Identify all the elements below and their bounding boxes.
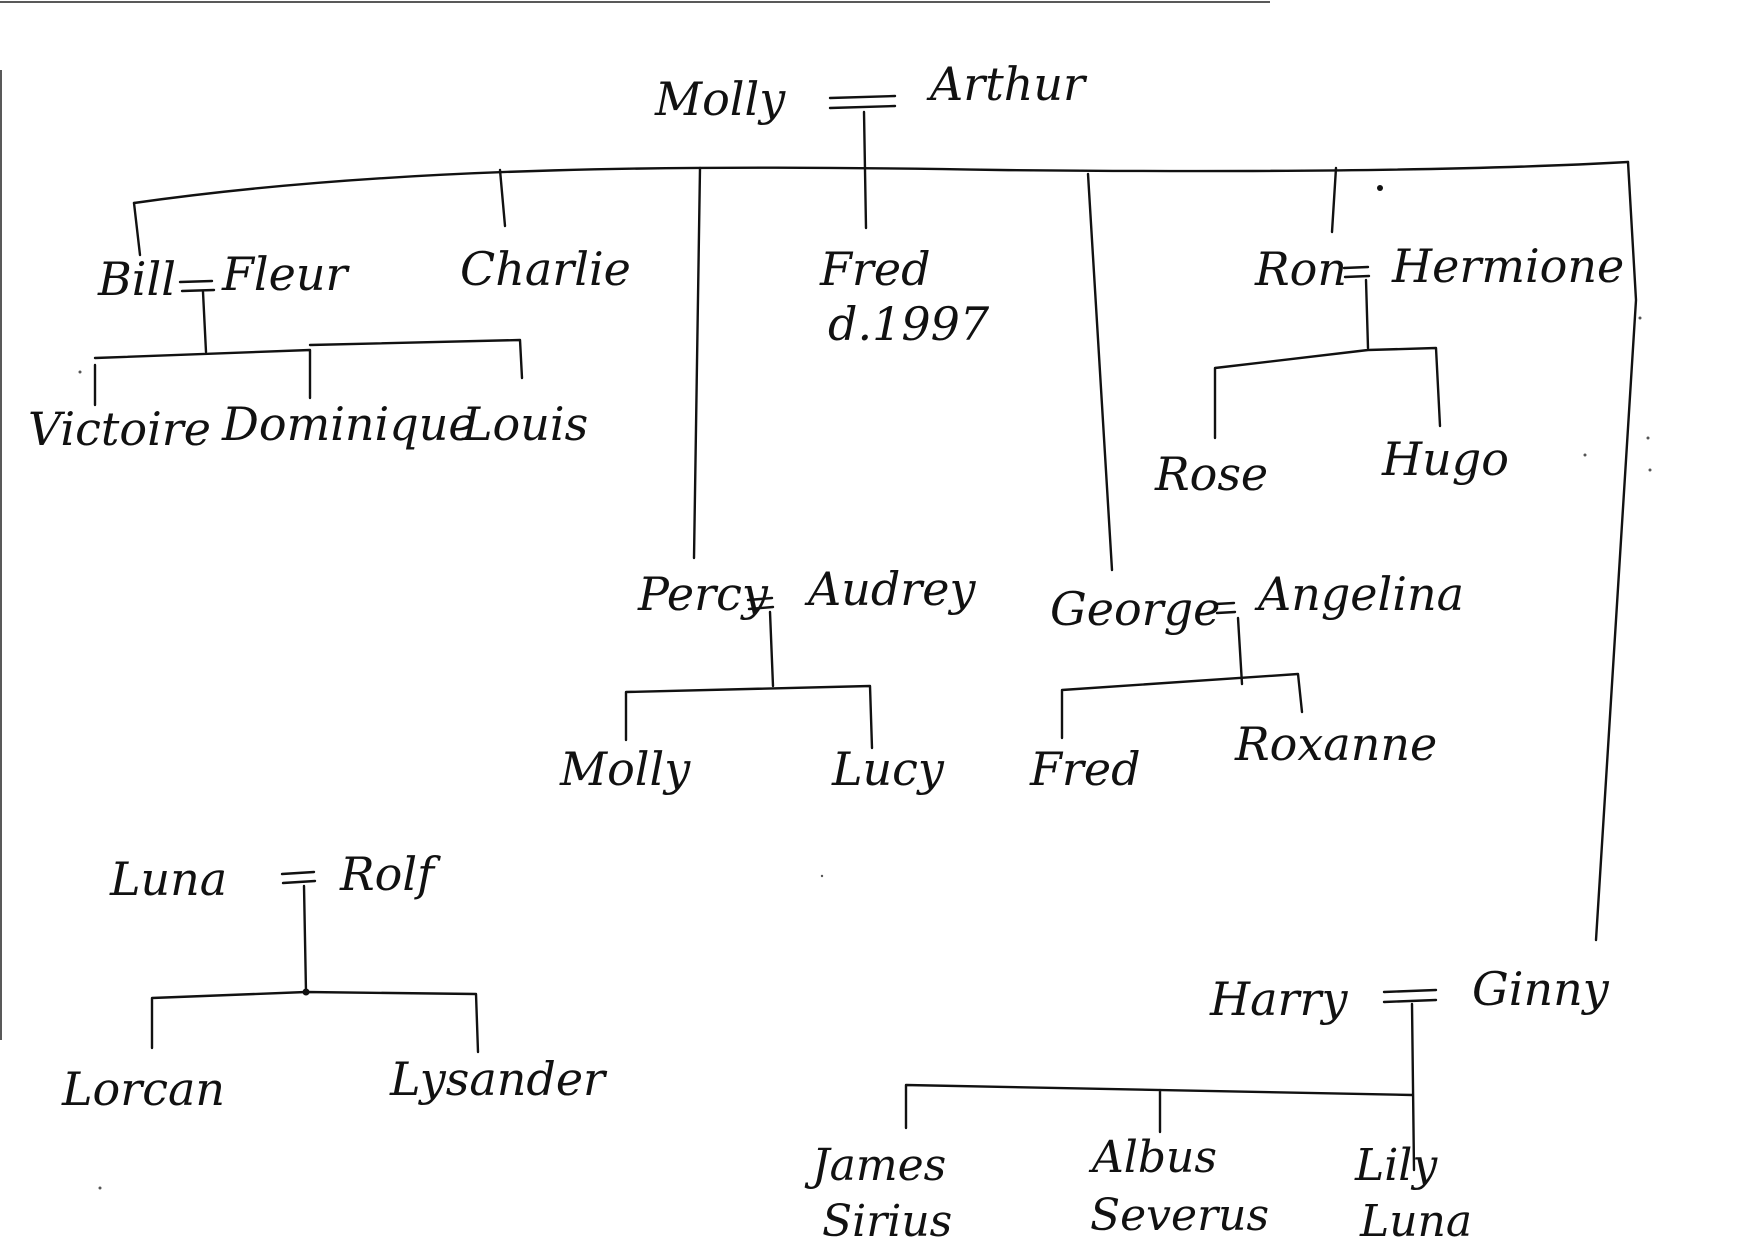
- george-children-bar: [1060, 672, 1304, 740]
- child-lorcan: Lorcan: [61, 1062, 225, 1116]
- drop-ron: [1330, 166, 1338, 234]
- child-lily-second: Luna: [1359, 1196, 1472, 1240]
- charlie-name: Charlie: [460, 242, 631, 296]
- speck: [1638, 316, 1642, 320]
- fleur-name: Fleur: [221, 247, 350, 301]
- child-james-first: James: [804, 1140, 946, 1191]
- root-right-name: Arthur: [926, 57, 1088, 111]
- drop-percy: [692, 166, 702, 560]
- root-descent-line: [862, 110, 868, 230]
- harry-descent: [1410, 1002, 1416, 1172]
- child-roxanne: Roxanne: [1234, 717, 1437, 771]
- speck: [98, 1186, 102, 1190]
- child-james-second: Sirius: [822, 1196, 952, 1240]
- harry-name: Harry: [1209, 972, 1349, 1026]
- speck: [1646, 436, 1650, 440]
- ron-descent: [1364, 278, 1370, 350]
- speck: [1583, 453, 1587, 457]
- child-lucy: Lucy: [831, 742, 945, 796]
- sibling-bar: [132, 160, 1630, 205]
- root-left-name: Molly: [654, 72, 786, 126]
- drop-bill: [132, 201, 142, 257]
- ink-dot: [1377, 185, 1383, 191]
- harry-children-bar: [904, 1083, 1414, 1134]
- bill-children-bar: [93, 338, 524, 407]
- harry-marriage-symbol: [1382, 988, 1438, 1004]
- drop-george: [1086, 172, 1114, 572]
- ron-name: Ron: [1254, 242, 1347, 296]
- ron-marriage-symbol: [1342, 265, 1371, 279]
- child-dominique: Dominique: [221, 397, 476, 451]
- child-lysander: Lysander: [389, 1052, 608, 1106]
- bill-marriage-symbol: [178, 279, 216, 293]
- child-lily-first: Lily: [1354, 1140, 1438, 1191]
- child-rose: Rose: [1154, 447, 1268, 501]
- angelina-name: Angelina: [1254, 567, 1464, 621]
- luna-children-bar: [150, 990, 480, 1054]
- bill-name: Bill: [97, 252, 176, 306]
- child-victoire: Victoire: [28, 402, 211, 456]
- drop-ginny: [1594, 160, 1638, 942]
- drop-charlie: [498, 168, 507, 228]
- speck: [820, 874, 824, 878]
- speck: [78, 370, 82, 374]
- percy-name: Percy: [637, 567, 769, 621]
- percy-descent: [768, 610, 775, 688]
- child-hugo: Hugo: [1381, 432, 1509, 486]
- ginny-name: Ginny: [1472, 962, 1610, 1016]
- child-louis: Louis: [461, 397, 588, 451]
- luna-marriage-symbol: [280, 870, 317, 885]
- percy-children-bar: [624, 684, 874, 750]
- audrey-name: Audrey: [804, 562, 977, 616]
- luna-name: Luna: [109, 852, 227, 906]
- root-marriage-symbol: [828, 94, 897, 110]
- child-fred: Fred: [1029, 742, 1141, 796]
- fred-name: Fred: [819, 242, 931, 296]
- child-albus-first: Albus: [1088, 1132, 1217, 1183]
- hermione-name: Hermione: [1391, 239, 1624, 293]
- luna-junction-dot: [302, 988, 310, 996]
- george-descent: [1236, 616, 1244, 686]
- percy-marriage-symbol: [746, 596, 775, 611]
- speck: [1648, 468, 1652, 472]
- fred-death-note: d.1997: [828, 297, 990, 351]
- ron-children-bar: [1213, 346, 1442, 440]
- bill-descent: [201, 290, 208, 354]
- child-albus-second: Severus: [1090, 1190, 1269, 1240]
- george-marriage-symbol: [1214, 601, 1237, 615]
- child-molly: Molly: [559, 742, 691, 796]
- luna-descent: [302, 884, 308, 994]
- rolf-name: Rolf: [339, 847, 441, 901]
- george-name: George: [1050, 582, 1220, 636]
